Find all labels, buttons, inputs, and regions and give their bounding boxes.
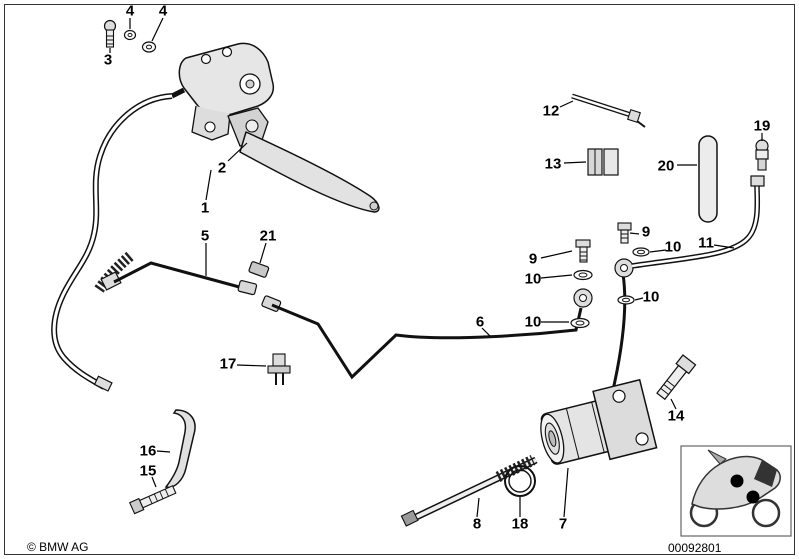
screw-15-drawing (128, 485, 177, 515)
drawing-number-text: 00092801 (668, 541, 722, 555)
washers-4-drawing (123, 29, 157, 53)
callout-17: 17 (219, 355, 237, 373)
mounting-bolt-drawing (656, 354, 697, 401)
bracket-drawing (164, 409, 196, 489)
cable-strap-drawing (571, 93, 646, 128)
callout-13: 13 (544, 155, 562, 173)
banjo-bolt-left-drawing (570, 239, 593, 329)
slave-cylinder-drawing (540, 378, 658, 465)
callout-10-a: 10 (664, 238, 682, 256)
callout-21: 21 (259, 227, 277, 245)
pushrod-drawing (400, 455, 538, 527)
callout-9-left: 9 (528, 250, 538, 268)
callout-9-upper: 9 (641, 223, 651, 241)
bleed-hose-drawing (631, 175, 765, 269)
page-border (4, 4, 795, 555)
callout-20: 20 (657, 157, 675, 175)
master-cylinder-drawing (170, 42, 380, 213)
callout-4-a: 4 (125, 2, 135, 20)
callout-6: 6 (475, 313, 485, 331)
bleed-valve-drawing (755, 139, 769, 171)
callout-3: 3 (103, 51, 113, 69)
callout-8: 8 (472, 515, 482, 533)
leader-lines (109, 17, 763, 518)
banjo-bolt-right-drawing (614, 222, 650, 305)
callout-10-c: 10 (642, 288, 660, 306)
callout-19: 19 (753, 117, 771, 135)
callout-10-d: 10 (524, 313, 542, 331)
callout-14: 14 (667, 407, 685, 425)
callout-5: 5 (200, 227, 210, 245)
copyright-text: © BMW AG (27, 540, 89, 554)
screw-3-drawing (103, 19, 117, 48)
sleeve-tube-drawing (698, 135, 718, 223)
callout-16: 16 (139, 442, 157, 460)
motorcycle-icon (680, 445, 792, 537)
callout-11: 11 (698, 234, 714, 252)
callout-1: 1 (200, 199, 210, 217)
o-ring-drawing (504, 465, 536, 497)
clutch-hose-drawing (51, 93, 173, 392)
callout-18: 18 (511, 515, 529, 533)
grommet-drawing (267, 353, 291, 385)
callout-10-b: 10 (524, 270, 542, 288)
callout-12: 12 (542, 102, 560, 120)
callout-2: 2 (217, 159, 227, 177)
callout-4-b: 4 (158, 2, 168, 20)
callout-7: 7 (558, 515, 568, 533)
callout-15: 15 (139, 462, 157, 480)
clamp-drawing (587, 148, 619, 176)
clutch-pipe-drawing (100, 261, 627, 391)
